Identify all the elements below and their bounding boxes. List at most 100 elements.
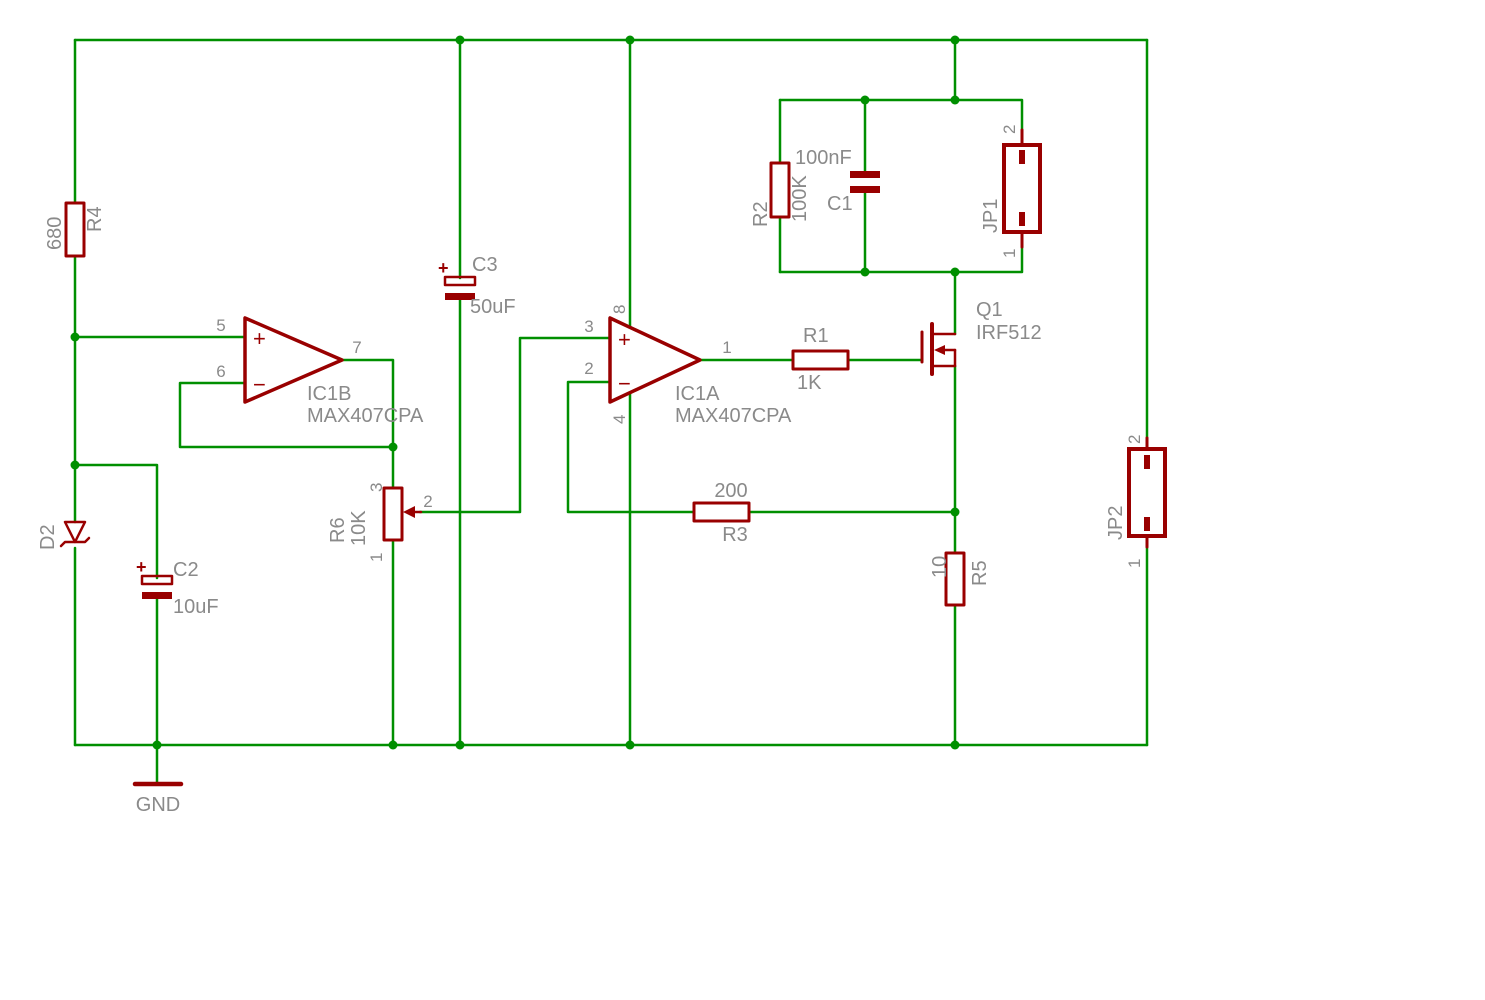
q1-name-label: Q1 bbox=[976, 299, 1003, 321]
r6-pin2-label: 2 bbox=[423, 492, 432, 511]
opamp-triangle bbox=[243, 316, 344, 404]
r3-value-label: 200 bbox=[714, 480, 747, 502]
body-arrow bbox=[934, 345, 945, 355]
cap-plate-top bbox=[850, 171, 880, 178]
jp2-contact-bottom bbox=[1144, 517, 1150, 531]
cap-plate-bottom bbox=[445, 293, 475, 300]
resistor-r5: 10 R5 bbox=[929, 551, 991, 607]
zener-bar bbox=[59, 536, 91, 548]
r2-value-label: 100K bbox=[789, 175, 811, 222]
r6-value-label: 10K bbox=[348, 510, 370, 546]
connector-jp2: 2 1 JP2 bbox=[1105, 435, 1167, 568]
junction-dot bbox=[950, 95, 960, 105]
r4-value-label: 680 bbox=[44, 217, 66, 250]
ic1a-pin2-label: 2 bbox=[584, 359, 593, 378]
r5-name-label: R5 bbox=[969, 560, 991, 586]
junction-dot bbox=[455, 740, 465, 750]
plus-input-sign: + bbox=[618, 327, 631, 352]
cap-plate-top bbox=[140, 574, 174, 586]
junction-dot bbox=[388, 740, 398, 750]
wire-r6-wiper-to-ic1a bbox=[418, 336, 612, 514]
potentiometer-r6: 3 1 2 R6 10K bbox=[327, 483, 433, 562]
ic1a-pin1-label: 1 bbox=[722, 338, 731, 357]
jp2-name-label: JP2 bbox=[1105, 506, 1127, 540]
ic1b-name-label: IC1B bbox=[307, 383, 351, 405]
gnd-symbol: GND bbox=[132, 781, 184, 816]
junction-dots bbox=[70, 35, 960, 750]
plus-input-sign: + bbox=[253, 326, 266, 351]
wiper-arrow bbox=[403, 506, 415, 518]
resistor-r1: R1 1K bbox=[791, 325, 850, 394]
resistor-r2: R2 100K bbox=[750, 161, 811, 227]
jp1-contact-bottom bbox=[1019, 212, 1025, 226]
jp2-pin2-label: 2 bbox=[1125, 435, 1144, 444]
r6-pin1-label: 1 bbox=[367, 553, 386, 562]
r3-name-label: R3 bbox=[722, 524, 748, 546]
junction-dot bbox=[950, 740, 960, 750]
junction-dot bbox=[950, 507, 960, 517]
r1-name-label: R1 bbox=[803, 325, 829, 347]
c3-polarity-mark: + bbox=[438, 258, 449, 278]
wire-c2-top bbox=[73, 463, 159, 580]
junction-dot bbox=[388, 442, 398, 452]
wire-ic1a-feedback bbox=[566, 380, 696, 514]
ic1a-pin4-label: 4 bbox=[610, 415, 629, 424]
jp2-contact-top bbox=[1144, 455, 1150, 469]
jp2-pin1-label: 1 bbox=[1125, 559, 1144, 568]
jp1-pin1-label: 1 bbox=[1000, 249, 1019, 258]
junction-dot bbox=[950, 35, 960, 45]
zener-diode-d2: D2 bbox=[37, 520, 91, 550]
ic1a-pin8-label: 8 bbox=[610, 305, 629, 314]
r4-name-label: R4 bbox=[84, 206, 106, 232]
mosfet-q1: Q1 IRF512 bbox=[920, 299, 1042, 376]
capacitor-c1: 100nF C1 bbox=[795, 147, 880, 215]
gnd-label: GND bbox=[136, 794, 180, 816]
ic1b-pin7-label: 7 bbox=[352, 338, 361, 357]
ic1a-pin3-label: 3 bbox=[584, 317, 593, 336]
cap-plate-bottom bbox=[850, 186, 880, 193]
ic1b-pin6-label: 6 bbox=[216, 362, 225, 381]
resistor-body bbox=[944, 551, 966, 607]
c2-polarity-mark: + bbox=[136, 557, 147, 577]
wire-snubber-bottom bbox=[778, 245, 1024, 274]
r6-name-label: R6 bbox=[327, 517, 349, 543]
junction-dot bbox=[950, 267, 960, 277]
resistor-r4: 680 R4 bbox=[44, 201, 106, 258]
ic1a-name-label: IC1A bbox=[675, 383, 720, 405]
minus-input-sign: − bbox=[618, 371, 631, 396]
capacitor-c2: + C2 10uF bbox=[136, 557, 219, 618]
junction-dot bbox=[70, 460, 80, 470]
pot-body bbox=[382, 486, 404, 542]
q1-part-label: IRF512 bbox=[976, 322, 1042, 344]
c2-name-label: C2 bbox=[173, 559, 199, 581]
c1-name-label: C1 bbox=[827, 193, 853, 215]
c3-name-label: C3 bbox=[472, 254, 498, 276]
r6-pin3-label: 3 bbox=[367, 483, 386, 492]
jp1-contact-top bbox=[1019, 150, 1025, 164]
r1-value-label: 1K bbox=[797, 372, 822, 394]
junction-dot bbox=[625, 35, 635, 45]
jp1-pin2-label: 2 bbox=[1000, 125, 1019, 134]
ic1b-pin5-label: 5 bbox=[216, 316, 225, 335]
resistor-body bbox=[692, 501, 751, 523]
ic1a-part-label: MAX407CPA bbox=[675, 405, 792, 427]
opamp-ic1b: + − 5 6 7 IC1B MAX407CPA bbox=[216, 316, 424, 427]
r2-name-label: R2 bbox=[750, 201, 772, 227]
cap-plate-top bbox=[443, 275, 477, 287]
c2-value-label: 10uF bbox=[173, 596, 219, 618]
resistor-body bbox=[791, 349, 850, 371]
wire-snubber-top bbox=[778, 98, 1024, 132]
cap-plate-bottom bbox=[142, 592, 172, 599]
junction-dot bbox=[455, 35, 465, 45]
d2-name-label: D2 bbox=[37, 524, 59, 550]
c1-value-label: 100nF bbox=[795, 147, 852, 169]
r5-value-label: 10 bbox=[929, 556, 951, 578]
opamp-triangle bbox=[608, 316, 702, 404]
resistor-body bbox=[769, 161, 791, 219]
junction-dot bbox=[152, 740, 162, 750]
diode-triangle bbox=[63, 520, 87, 544]
resistor-body bbox=[64, 201, 86, 258]
wires bbox=[73, 38, 1149, 785]
